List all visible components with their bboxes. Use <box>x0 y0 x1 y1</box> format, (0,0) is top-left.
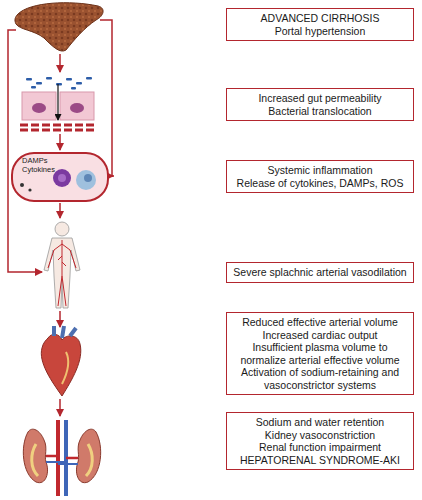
process-box: Reduced effective arterial volumeIncreas… <box>226 312 414 395</box>
liver <box>15 3 103 51</box>
process-box: ADVANCED CIRRHOSISPortal hypertension <box>226 8 414 41</box>
heart <box>41 326 80 396</box>
process-box: Severe splachnic arterial vasodilation <box>226 262 414 283</box>
box-text: Sodium and water retention <box>231 416 409 429</box>
bacteria <box>26 77 92 90</box>
box-text: Insufficient plasma volume to normalize … <box>231 341 409 366</box>
box-text: DAMPs <box>22 157 72 166</box>
box-text: Increased gut permeability <box>231 92 409 105</box>
box-text: Release of cytokines, DAMPs, ROS <box>231 177 409 190</box>
vessel-label: DAMPsCytokines <box>12 153 72 174</box>
process-box: Systemic inflammationRelease of cytokine… <box>226 160 414 193</box>
box-text: Increased cardiac output <box>231 329 409 342</box>
process-box: Sodium and water retentionKidney vasocon… <box>226 412 414 470</box>
process-box: Increased gut permeabilityBacterial tran… <box>226 88 414 121</box>
box-text: Systemic inflammation <box>231 164 409 177</box>
box-text: Activation of sodium-retaining and vasoc… <box>231 366 409 391</box>
box-text: Cytokines <box>22 166 72 175</box>
human-body <box>44 222 80 308</box>
box-text: ADVANCED CIRRHOSIS <box>231 12 409 25</box>
box-text: Reduced effective arterial volume <box>231 316 409 329</box>
kidneys <box>23 420 100 496</box>
box-text: Renal function impairment <box>231 441 409 454</box>
box-text: HEPATORENAL SYNDROME-AKI <box>231 454 409 467</box>
blood-vessel <box>12 153 108 201</box>
box-text: Kidney vasoconstriction <box>231 429 409 442</box>
box-text: Severe splachnic arterial vasodilation <box>231 266 409 279</box>
box-text: Bacterial translocation <box>231 105 409 118</box>
box-text: Portal hypertension <box>231 25 409 38</box>
